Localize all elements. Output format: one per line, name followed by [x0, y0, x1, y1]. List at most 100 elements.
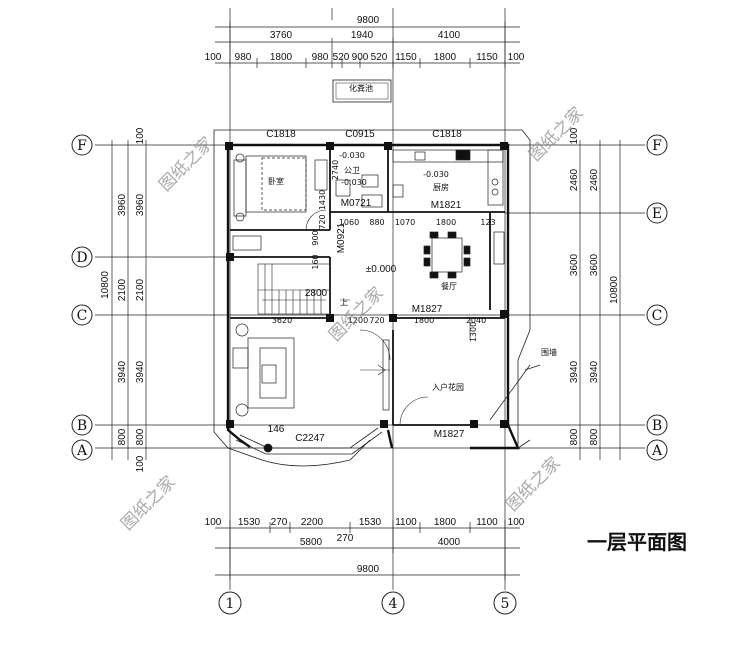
- svg-text:123: 123: [480, 218, 495, 227]
- dim-top-seg1: 3760: [270, 30, 293, 41]
- svg-text:3600: 3600: [569, 253, 580, 276]
- bathroom-dims: 2740 1430 720 900 160: [311, 160, 340, 270]
- svg-text:2100: 2100: [135, 278, 146, 301]
- kitchen-fixtures: [335, 149, 504, 208]
- window-label-c0915: C0915: [345, 129, 375, 140]
- svg-text:3960: 3960: [135, 193, 146, 216]
- svg-text:2460: 2460: [589, 168, 600, 191]
- svg-text:270: 270: [271, 517, 288, 528]
- svg-text:100: 100: [205, 517, 222, 528]
- svg-text:720: 720: [318, 214, 327, 229]
- dim-bottom-mid: 270: [337, 533, 354, 544]
- dim-label-146: 146: [268, 424, 285, 435]
- axis-label-E: E: [652, 206, 662, 222]
- dim-top-seg3: 4100: [438, 30, 461, 41]
- dim-right-col2: 2460 3600 3940 800: [589, 168, 600, 445]
- drawing-title: 一层平面图: [587, 530, 687, 554]
- svg-text:2740: 2740: [331, 160, 340, 180]
- svg-text:1200: 1200: [348, 316, 368, 325]
- room-bathroom: 公卫: [344, 166, 360, 175]
- door-swings: [305, 209, 471, 426]
- svg-text:900: 900: [311, 230, 320, 245]
- septic-tank: [332, 79, 392, 103]
- svg-text:2200: 2200: [301, 517, 324, 528]
- exterior-walls: [226, 143, 520, 450]
- right-dimension-lines: [579, 140, 621, 460]
- svg-text:800: 800: [117, 428, 128, 445]
- dim-top-detail: 100 980 1800 980 520 900 520 1150 1800 1…: [205, 52, 525, 63]
- svg-text:520: 520: [371, 52, 388, 63]
- bedroom-furniture: [232, 153, 328, 251]
- roof-overhang: [213, 129, 531, 467]
- bottom-dimension-lines: [215, 520, 520, 580]
- dim-left-col2: 100 3960 2100 3940 800 100: [135, 127, 146, 472]
- window-label-c1818-right: C1818: [432, 129, 462, 140]
- svg-text:880: 880: [369, 218, 384, 227]
- axis-label-F-left: F: [77, 138, 87, 154]
- dim-left-col1: 3960 2100 3940 800: [117, 193, 128, 445]
- svg-text:100: 100: [569, 127, 580, 144]
- svg-text:2040: 2040: [466, 316, 486, 325]
- kitchen-dims: 1060 880 1070 1800 123: [339, 218, 496, 227]
- left-dimension-lines: [111, 140, 147, 460]
- svg-text:1300: 1300: [469, 322, 478, 342]
- dim-right-col1: 2460 3600 3940 800 100: [569, 127, 580, 445]
- axis-label-C-right: C: [652, 308, 663, 324]
- window-label-c1818-left: C1818: [266, 129, 296, 140]
- svg-text:100: 100: [205, 52, 222, 63]
- dim-bottom-overall: 9800: [357, 564, 380, 575]
- svg-text:1800: 1800: [434, 517, 457, 528]
- svg-text:3940: 3940: [589, 360, 600, 383]
- dim-bottom-detail: 100 1530 270 2200 1530 1100 1800 1100 10…: [205, 517, 525, 528]
- dim-top-overall: 9800: [357, 15, 380, 26]
- door-label-m1827-bottom: M1827: [434, 429, 465, 440]
- garden-fence: [489, 364, 541, 421]
- axis-label-A-left: A: [76, 443, 88, 459]
- svg-text:1150: 1150: [395, 52, 417, 63]
- svg-text:3600: 3600: [589, 253, 600, 276]
- door-label-m1827-top: M1827: [412, 304, 443, 315]
- svg-text:800: 800: [569, 428, 580, 445]
- svg-text:100: 100: [135, 455, 146, 472]
- room-bedroom: 卧室: [268, 176, 284, 186]
- svg-text:160: 160: [311, 254, 320, 269]
- garden-dims: 1800 2040 1300 1200 720: [348, 316, 486, 342]
- svg-text:800: 800: [589, 428, 600, 445]
- dim-right-overall: 10800: [609, 276, 620, 304]
- door-label-m1821: M1821: [431, 200, 462, 211]
- bay-window: [235, 427, 383, 455]
- svg-text:3940: 3940: [117, 360, 128, 383]
- svg-text:1060: 1060: [339, 218, 359, 227]
- svg-text:3960: 3960: [117, 193, 128, 216]
- columns: [225, 142, 508, 428]
- svg-text:1530: 1530: [238, 517, 261, 528]
- floor-level-main: ±0.000: [366, 264, 397, 275]
- dim-top-seg2: 1940: [351, 30, 374, 41]
- window-label-c2247: C2247: [295, 433, 325, 444]
- axis-bubbles: [71, 134, 668, 615]
- stair-up-label: 上: [340, 298, 348, 307]
- svg-text:1800: 1800: [414, 316, 434, 325]
- axis-label-F-right: F: [652, 138, 662, 154]
- svg-text:900: 900: [352, 52, 369, 63]
- room-kitchen: 厨房: [433, 182, 449, 192]
- svg-text:1800: 1800: [436, 218, 456, 227]
- dim-left-overall: 10800: [100, 271, 111, 299]
- floor-level-kitchen: -0.030: [423, 170, 449, 179]
- door-label-m0721: M0721: [341, 198, 372, 209]
- staircase: [257, 263, 350, 315]
- axis-label-C-left: C: [77, 308, 88, 324]
- watermark-4: 图纸之家: [117, 472, 179, 534]
- dim-label-3620: 3620: [272, 316, 292, 325]
- axis-label-B-left: B: [77, 418, 87, 434]
- floor-level-bath-2: -0.030: [341, 178, 367, 187]
- svg-text:1100: 1100: [476, 517, 498, 528]
- living-room-furniture: [232, 323, 390, 417]
- axis-label-5: 5: [501, 596, 510, 612]
- dim-label-2800: 2800: [305, 288, 328, 299]
- svg-text:800: 800: [135, 428, 146, 445]
- svg-text:1800: 1800: [434, 52, 457, 63]
- svg-text:1070: 1070: [395, 218, 415, 227]
- room-entry-garden: 入户花园: [432, 382, 464, 392]
